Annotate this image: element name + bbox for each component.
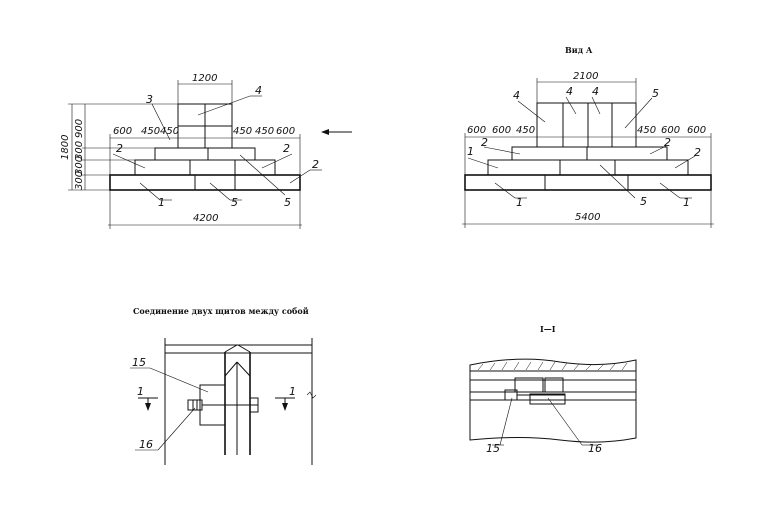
callout-2a: 2	[116, 142, 123, 155]
dim-upper-1: 600	[113, 126, 132, 137]
section-mark-left: 1	[137, 385, 144, 398]
callout-r-4b: 4	[566, 85, 573, 98]
callout-1: 1	[158, 196, 165, 209]
joint-callout-16: 16	[139, 438, 153, 451]
dim-v-1800: 1800	[60, 135, 71, 160]
joint-callout-15: 15	[132, 356, 146, 369]
callout-r-4c: 4	[592, 85, 599, 98]
dim-r-4: 450	[637, 125, 656, 136]
section-hatch	[477, 361, 628, 371]
dim-v-300b: 300	[74, 156, 85, 175]
dim-r-5: 600	[661, 125, 680, 136]
dim-v-300c: 300	[74, 171, 85, 190]
dim-r-3: 450	[516, 125, 535, 136]
section-callout-16: 16	[588, 442, 602, 455]
joint-title: Соединение двух щитов между собой	[133, 306, 309, 316]
right-elevation: Вид А 2100 600 600 450 450 600 600	[462, 45, 714, 228]
joint-detail: Соединение двух щитов между собой 1 1	[130, 306, 317, 465]
section-detail: I—I	[469, 324, 637, 455]
callout-2b: 2	[283, 142, 290, 155]
callout-5a: 5	[231, 196, 238, 209]
dim-upper-6: 600	[276, 126, 295, 137]
section-mark-right: 1	[289, 385, 296, 398]
dim-upper-3: 450	[160, 126, 179, 137]
callout-r-2b: 2	[664, 136, 671, 149]
left-elevation: 1200 600 450 450 450 450 600 1800 900 30…	[60, 73, 352, 229]
dim-v-300a: 300	[74, 141, 85, 160]
section-title: I—I	[540, 324, 556, 334]
callout-3: 3	[146, 93, 153, 106]
dim-r-6: 600	[687, 125, 706, 136]
callout-r-5b: 5	[640, 195, 647, 208]
callout-r-2a: 2	[481, 136, 488, 149]
dim-top: 1200	[192, 73, 217, 84]
callout-r-1a: 1	[467, 145, 474, 158]
view-a-title: Вид А	[565, 45, 593, 55]
dim-r-2: 600	[492, 125, 511, 136]
callout-4: 4	[255, 84, 262, 97]
section-callout-15: 15	[486, 442, 500, 455]
dim-v-900: 900	[74, 119, 85, 138]
dim-upper-2: 450	[141, 126, 160, 137]
dim-upper-5: 450	[255, 126, 274, 137]
callout-r-2c: 2	[694, 146, 701, 159]
callout-r-1c: 1	[683, 196, 690, 209]
callout-2c: 2	[312, 158, 319, 171]
callout-r-4a: 4	[513, 89, 520, 102]
callout-5b: 5	[284, 196, 291, 209]
dim-bottom: 4200	[193, 213, 218, 224]
dim-bottom-right: 5400	[575, 212, 600, 223]
dim-r-1: 600	[467, 125, 486, 136]
dim-top-right: 2100	[573, 71, 598, 82]
callout-r-5a: 5	[652, 87, 659, 100]
callout-r-1b: 1	[516, 196, 523, 209]
dim-upper-4: 450	[233, 126, 252, 137]
